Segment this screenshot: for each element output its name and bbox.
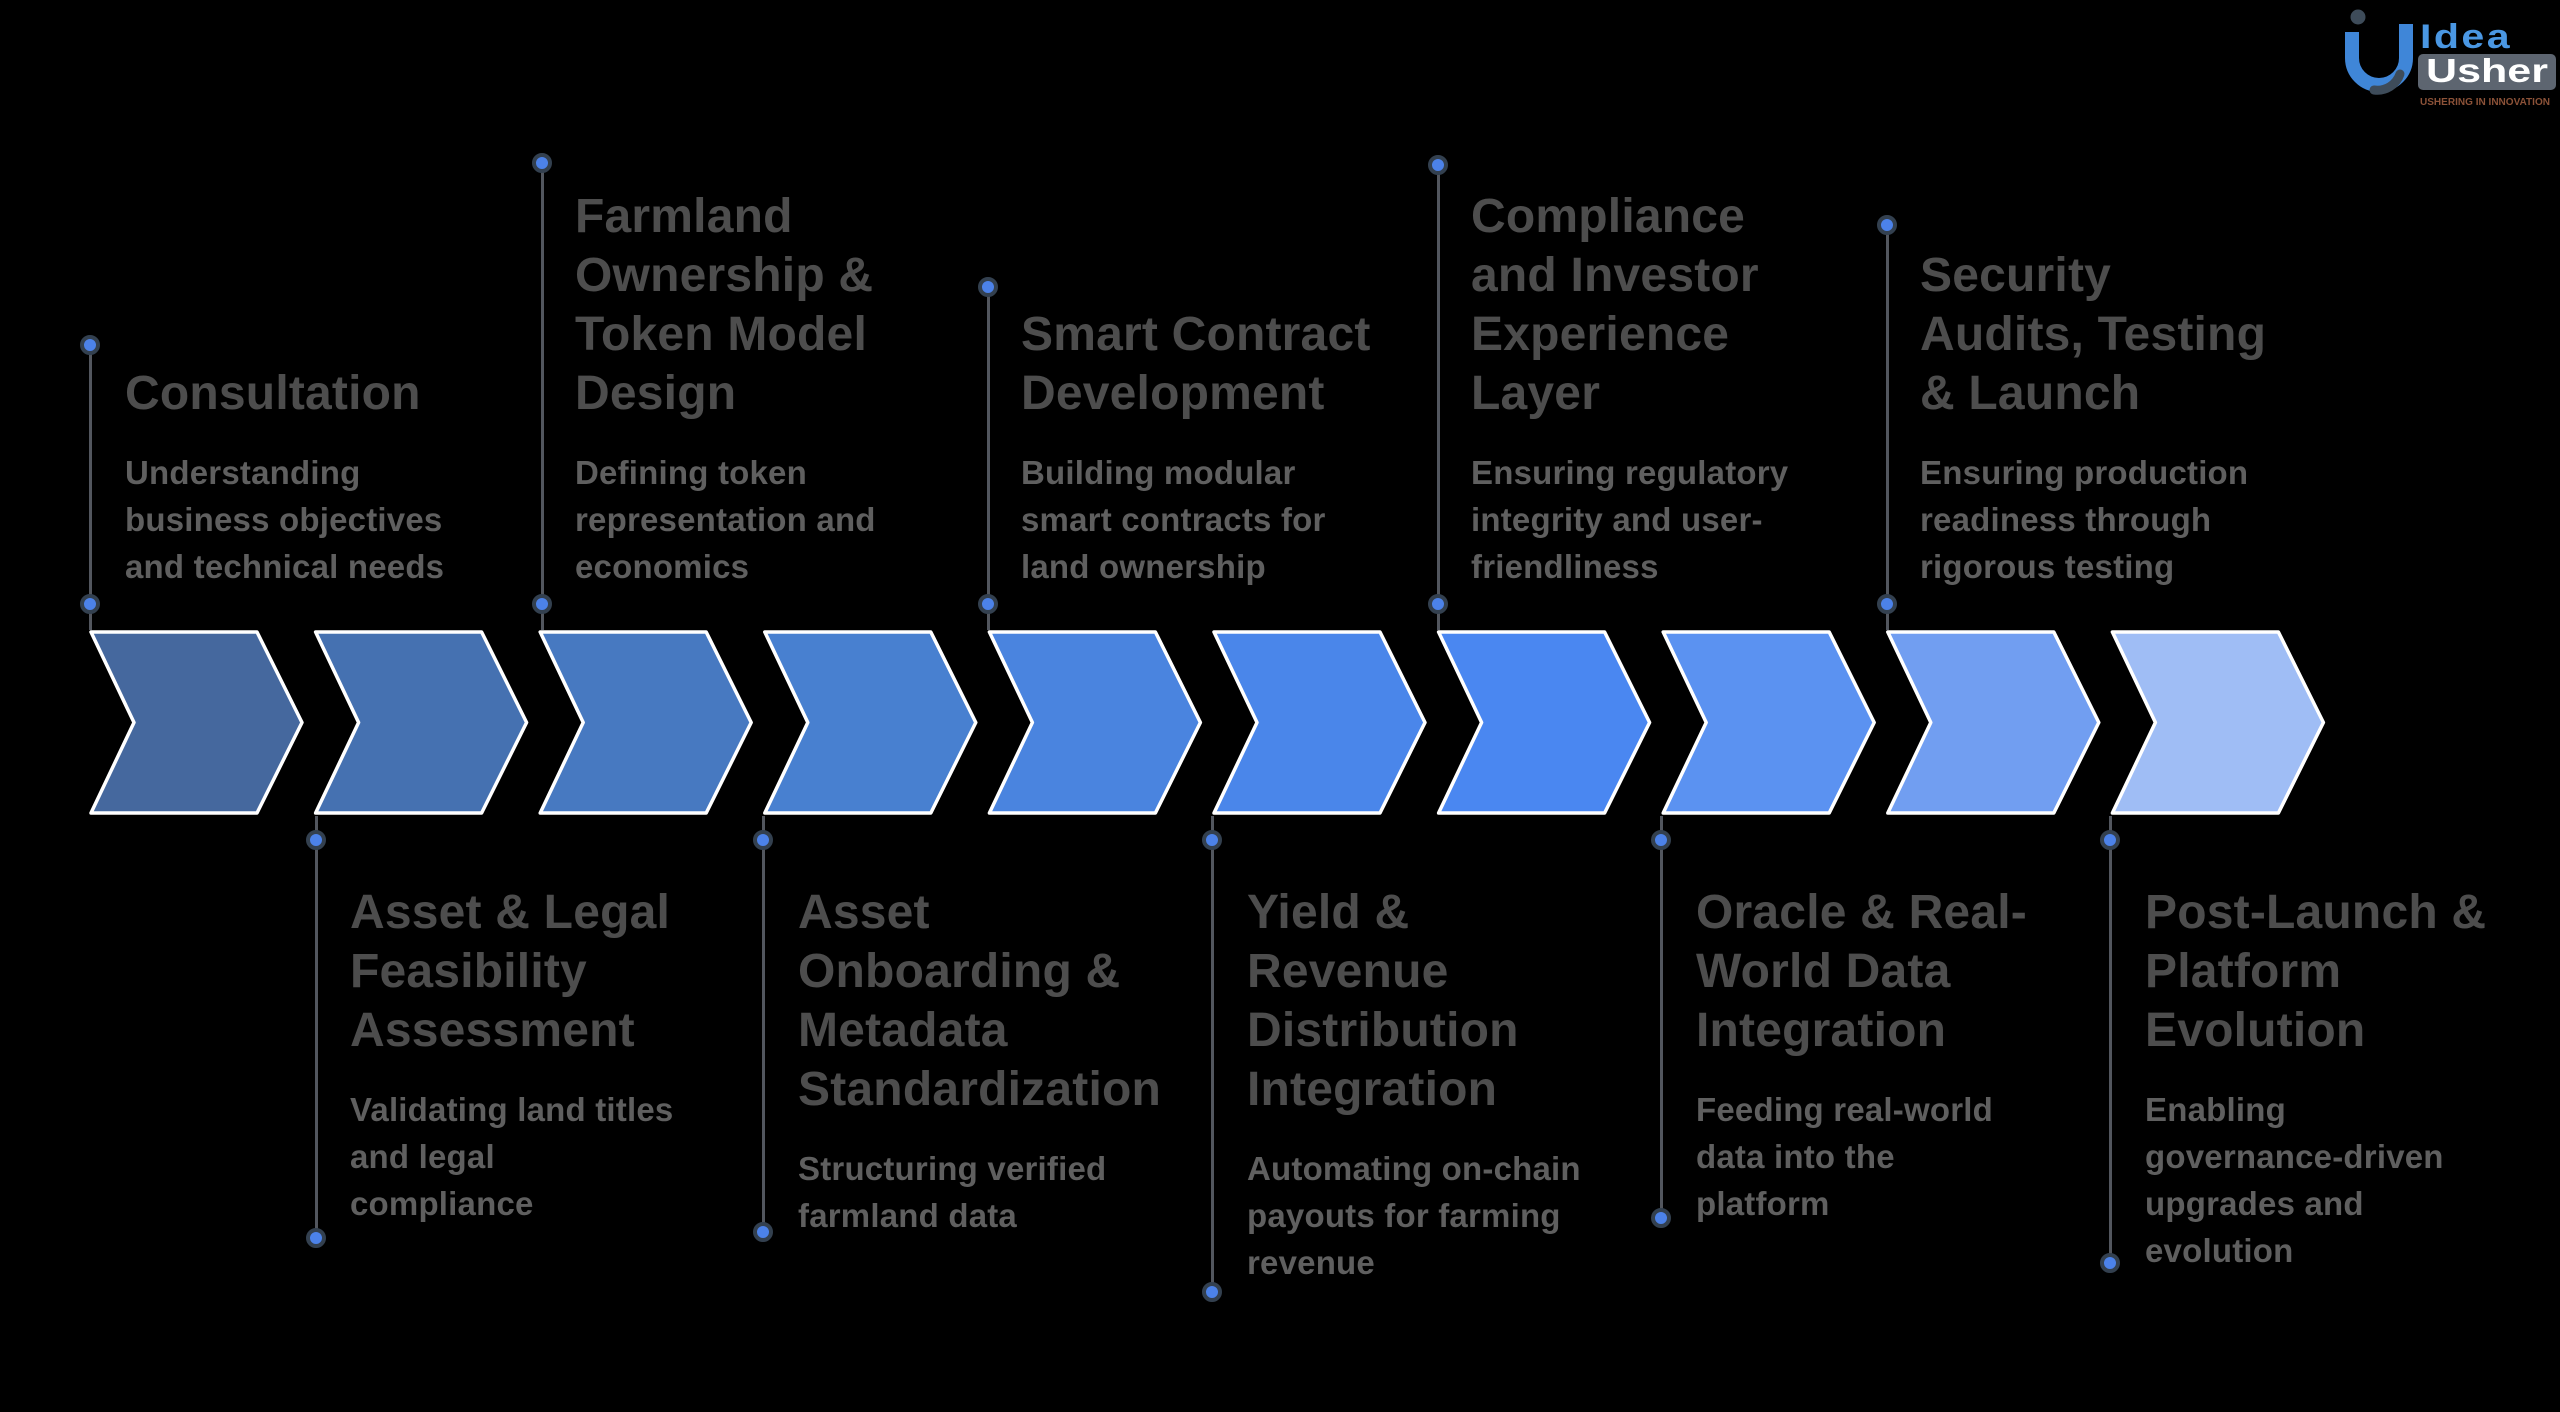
- connector-dot-text-end: [1428, 155, 1448, 175]
- step-text-block: Asset Onboarding & Metadata Standardizat…: [798, 883, 1228, 1239]
- connector-dot-text-end: [1202, 1282, 1222, 1302]
- connector-line: [2109, 816, 2112, 1263]
- connector-line: [762, 816, 765, 1232]
- step-description: Structuring verified farmland data: [798, 1150, 1107, 1234]
- step-text-block: Yield & Revenue Distribution Integration…: [1247, 883, 1677, 1286]
- connector-line: [987, 287, 990, 630]
- connector-line: [1886, 225, 1889, 630]
- connector-line: [1211, 816, 1214, 1292]
- connector-dot-text-end: [753, 1222, 773, 1242]
- connector-line: [1437, 165, 1440, 630]
- step-description: Enabling governance-driven upgrades and …: [2145, 1091, 2444, 1269]
- connector-line: [315, 816, 318, 1238]
- chevron-step-10: [2110, 630, 2326, 815]
- step-description: Automating on-chain payouts for farming …: [1247, 1150, 1581, 1281]
- chevron-step-8: [1661, 630, 1876, 815]
- connector-dot-text-end: [2100, 1253, 2120, 1273]
- connector-line: [1660, 816, 1663, 1218]
- chevron-step-9: [1886, 630, 2101, 815]
- connector-dot-text-end: [1651, 1208, 1671, 1228]
- connector-dot-text-end: [306, 1228, 326, 1248]
- chevron-step-7: [1436, 630, 1652, 815]
- step-title: Asset Onboarding & Metadata Standardizat…: [798, 886, 1162, 1116]
- connector-line: [89, 345, 92, 630]
- connector-dot-timeline-end: [306, 830, 326, 850]
- step-title: Farmland Ownership & Token Model Design: [575, 190, 874, 420]
- connector-dot-text-end: [80, 335, 100, 355]
- step-title: Consultation: [125, 367, 421, 420]
- step-title: Asset & Legal Feasibility Assessment: [350, 886, 671, 1057]
- timeline-chevrons: [89, 630, 2326, 815]
- logo-tagline-text: USHERING IN INNOVATION: [2420, 97, 2550, 108]
- logo-badge: [2418, 54, 2556, 90]
- step-text-block: Oracle & Real- World Data Integration Fe…: [1696, 883, 2126, 1227]
- step-text-block: Smart Contract Development Building modu…: [1021, 305, 1451, 590]
- connector-dot-text-end: [532, 153, 552, 173]
- step-title: Post-Launch & Platform Evolution: [2145, 886, 2487, 1057]
- logo-u-mark-icon: [2345, 24, 2413, 92]
- logo-brand-bottom-text: Usher: [2426, 52, 2548, 89]
- connector-dot-timeline-end: [1877, 594, 1897, 614]
- logo-j-hook-icon: [2369, 69, 2405, 95]
- step-description: Validating land titles and legal complia…: [350, 1091, 674, 1222]
- step-description: Feeding real-world data into the platfor…: [1696, 1091, 1993, 1222]
- chevron-step-2: [313, 630, 529, 815]
- connector-dot-timeline-end: [532, 594, 552, 614]
- connector-dot-timeline-end: [978, 594, 998, 614]
- connector-line: [541, 163, 544, 630]
- chevron-step-4: [763, 630, 978, 815]
- chevron-step-5: [987, 630, 1203, 815]
- step-text-block: Consultation Understanding business obje…: [125, 364, 555, 590]
- connector-dot-timeline-end: [2100, 830, 2120, 850]
- connector-dot-timeline-end: [1202, 830, 1222, 850]
- connector-dot-text-end: [978, 277, 998, 297]
- step-title: Security Audits, Testing & Launch: [1920, 249, 2267, 420]
- step-text-block: Post-Launch & Platform Evolution Enablin…: [2145, 883, 2560, 1274]
- step-text-block: Security Audits, Testing & Launch Ensuri…: [1920, 246, 2350, 590]
- connector-dot-text-end: [1877, 215, 1897, 235]
- logo-i-dot-icon: [2350, 9, 2366, 25]
- step-title: Oracle & Real- World Data Integration: [1696, 886, 2027, 1057]
- connector-dot-timeline-end: [80, 594, 100, 614]
- step-title: Smart Contract Development: [1021, 308, 1371, 420]
- logo-brand-top-text: Idea: [2420, 18, 2512, 56]
- step-title: Yield & Revenue Distribution Integration: [1247, 886, 1519, 1116]
- step-text-block: Compliance and Investor Experience Layer…: [1471, 187, 1901, 590]
- chevron-step-1: [89, 630, 304, 815]
- chevron-step-3: [538, 630, 753, 815]
- step-description: Ensuring production readiness through ri…: [1920, 454, 2249, 585]
- step-title: Compliance and Investor Experience Layer: [1471, 190, 1759, 420]
- step-text-block: Asset & Legal Feasibility Assessment Val…: [350, 883, 780, 1227]
- step-description: Building modular smart contracts for lan…: [1021, 454, 1326, 585]
- connector-dot-timeline-end: [1428, 594, 1448, 614]
- step-description: Ensuring regulatory integrity and user- …: [1471, 454, 1789, 585]
- idea-usher-logo: Idea Usher USHERING IN INNOVATION: [2345, 9, 2556, 108]
- step-text-block: Farmland Ownership & Token Model Design …: [575, 187, 1005, 590]
- chevron-step-6: [1212, 630, 1427, 815]
- step-description: Defining token representation and econom…: [575, 454, 876, 585]
- connector-dot-timeline-end: [1651, 830, 1671, 850]
- connector-dot-timeline-end: [753, 830, 773, 850]
- step-description: Understanding business objectives and te…: [125, 454, 445, 585]
